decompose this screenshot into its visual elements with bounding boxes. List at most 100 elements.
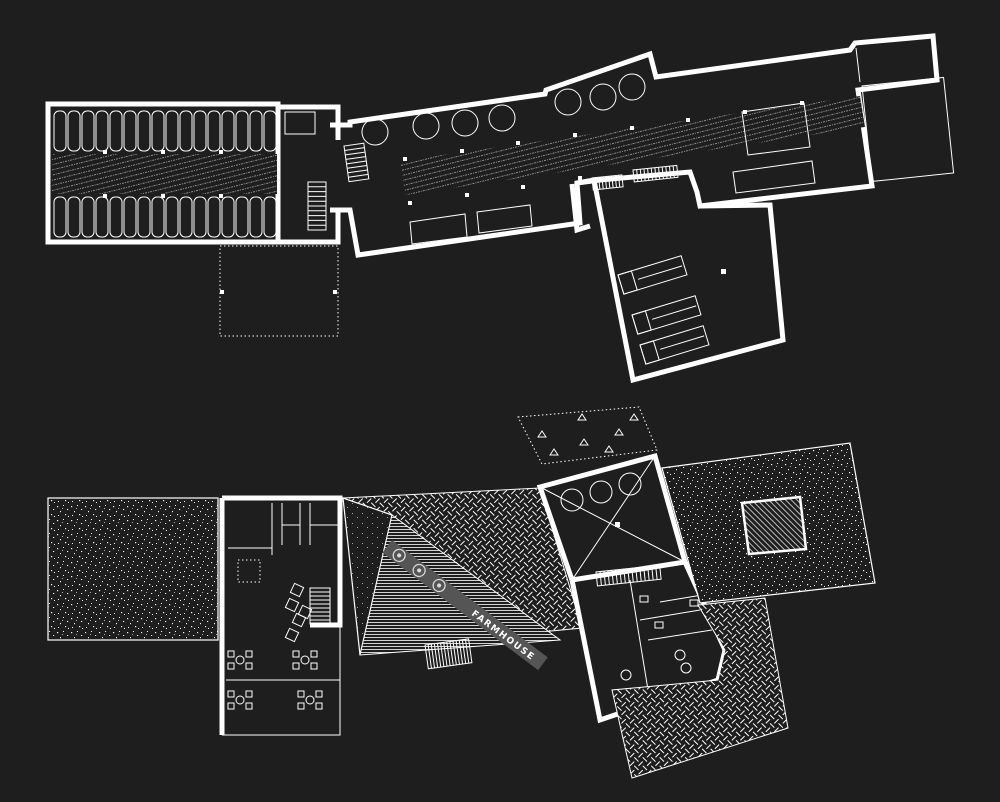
- tank: [412, 112, 440, 140]
- stair-tread: [601, 176, 604, 189]
- stair-tread: [607, 570, 610, 585]
- stall-cubicle: [221, 196, 235, 238]
- stall-cubicle: [235, 196, 249, 238]
- garage-column: [721, 269, 726, 274]
- truck-cab: [631, 310, 652, 335]
- stair-tread: [446, 641, 451, 666]
- chair: [227, 662, 235, 670]
- wc-pan: [654, 621, 664, 629]
- chair: [292, 662, 300, 670]
- stall-cubicle: [165, 110, 179, 152]
- chair: [292, 650, 300, 658]
- stall-column: [103, 150, 107, 154]
- stall-cubicle: [221, 110, 235, 152]
- stall-cubicle: [165, 196, 179, 238]
- stall-cubicle: [249, 196, 263, 238]
- stall-cubicle: [249, 110, 263, 152]
- plant-marker: [579, 438, 589, 446]
- central-courtyard: FARMHOUSE: [342, 487, 583, 671]
- stair-tread: [643, 566, 646, 581]
- stall-cubicle: [193, 110, 207, 152]
- stall-row-top: [53, 110, 277, 152]
- stair-tread: [639, 567, 642, 582]
- basin: [674, 649, 686, 661]
- service-room-fixture: [284, 111, 316, 135]
- stair-tread: [651, 566, 654, 581]
- chair: [315, 702, 323, 710]
- stair-tread: [345, 156, 366, 160]
- tank: [361, 118, 389, 146]
- stall-cubicle: [151, 196, 165, 238]
- restaurant-terrace-outline: [222, 625, 341, 736]
- wc-pan: [689, 599, 699, 607]
- truck-cab: [639, 340, 660, 365]
- stair-tread: [668, 166, 672, 179]
- reflecting-pool: [740, 495, 808, 556]
- truck-axle: [637, 265, 683, 280]
- chair: [245, 702, 253, 710]
- garage-outer-wall: [569, 177, 786, 384]
- restaurant-column-marker: [237, 559, 261, 583]
- chair: [227, 690, 235, 698]
- wc-pan: [639, 595, 649, 603]
- stair-tread: [647, 168, 650, 181]
- tank: [451, 109, 479, 137]
- stair-tread: [344, 147, 365, 151]
- winery-conveyor-band: [400, 96, 865, 195]
- tank: [560, 488, 584, 512]
- stair-tread: [623, 569, 626, 584]
- table: [235, 695, 245, 705]
- stair-tread: [635, 567, 638, 582]
- plaza-stairs: [424, 638, 473, 670]
- winery-press-zone: [741, 102, 811, 156]
- stair-tread: [661, 166, 664, 179]
- stair-tread: [611, 570, 614, 585]
- stall-building: [45, 101, 341, 337]
- stair-tread: [594, 177, 598, 190]
- canopy-column: [333, 290, 337, 294]
- fermentation-tanks: [361, 73, 646, 146]
- chair: [227, 650, 235, 658]
- winery-column: [573, 133, 577, 137]
- truck: [639, 325, 710, 365]
- tasting-building: [517, 406, 876, 779]
- stair-tread: [604, 176, 608, 189]
- stair-tread: [347, 169, 368, 174]
- table: [300, 655, 310, 665]
- stall-cubicle: [263, 196, 277, 238]
- tasting-hall-column: [615, 522, 620, 527]
- winery-column: [630, 126, 634, 130]
- truck: [631, 295, 702, 335]
- stair-tread: [631, 568, 634, 583]
- truck-axle: [659, 335, 705, 350]
- stair-flight: [591, 174, 624, 191]
- stair-tread: [440, 642, 445, 667]
- plant-marker: [629, 413, 639, 421]
- restroom-fixtures: [620, 595, 699, 681]
- stall-canopy-outline: [219, 245, 339, 337]
- lounge-chair: [291, 612, 307, 628]
- restaurant-stairs: [309, 587, 331, 625]
- stall-cubicle: [81, 196, 95, 238]
- stair-flight: [309, 587, 331, 625]
- plant-marker: [614, 428, 624, 436]
- chair: [315, 690, 323, 698]
- winery-end-wall: [855, 47, 861, 83]
- stair-tread: [614, 175, 617, 188]
- stall-cubicle: [53, 196, 67, 238]
- stall-cubicle: [95, 196, 109, 238]
- stair-tread: [433, 643, 439, 668]
- stall-cubicle: [109, 196, 123, 238]
- winery-column: [686, 118, 690, 122]
- stair-tread: [345, 151, 366, 156]
- winery-columns: [403, 101, 804, 205]
- stair-tread: [611, 175, 614, 188]
- stair-tread: [348, 173, 369, 178]
- restaurant-furniture: [227, 582, 323, 710]
- basin: [680, 662, 692, 674]
- chair: [297, 690, 305, 698]
- stair-tread: [636, 169, 639, 182]
- stall-cubicle: [109, 110, 123, 152]
- rosette-center: [417, 568, 422, 573]
